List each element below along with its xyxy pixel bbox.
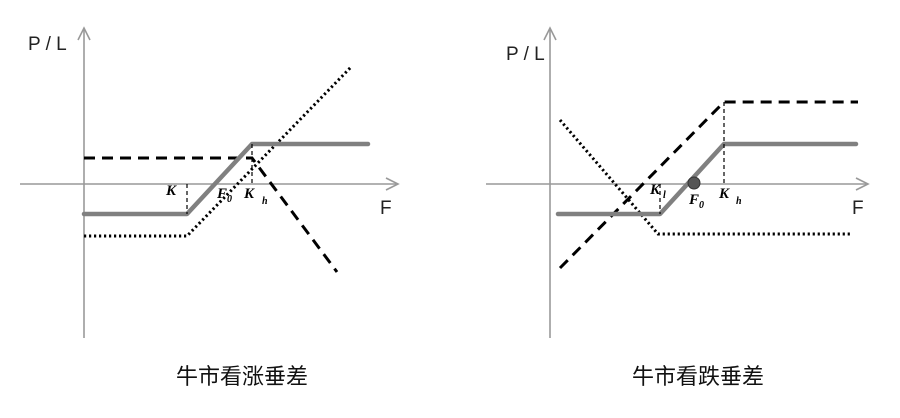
strike-high-label-subscript: h — [736, 196, 742, 207]
panel-caption: 牛市看跌垂差 — [632, 365, 764, 390]
x-axis-label: F — [380, 198, 392, 219]
y-axis-arrowhead — [77, 26, 91, 41]
x-axis-arrowhead — [385, 177, 400, 191]
forward-price-marker — [687, 176, 701, 190]
bull-put-spread-panel: P / L F K l F 0 K h 牛市看跌垂差 — [486, 26, 870, 390]
spread-payoff-line — [81, 141, 371, 217]
forward-label-subscript: 0 — [227, 194, 232, 205]
strike-low-label-subscript: l — [663, 190, 666, 201]
forward-label: F — [688, 192, 699, 208]
panel-caption: 牛市看涨垂差 — [176, 365, 308, 390]
long-call-payoff-line — [84, 64, 354, 238]
strike-high-label-subscript: h — [262, 196, 268, 207]
x-axis-label: F — [852, 198, 864, 219]
strike-high-label: K — [718, 186, 730, 202]
x-axis-arrowhead — [855, 177, 870, 191]
bull-call-spread-panel: P / L F K F 0 K h 牛市看涨垂差 — [20, 26, 400, 390]
forward-label-subscript: 0 — [699, 200, 704, 211]
y-axis-arrowhead — [543, 26, 557, 41]
y-axis-label: P / L — [28, 34, 67, 55]
spread-payoff-line — [555, 141, 859, 217]
strike-low-label: K — [649, 182, 661, 198]
forward-label: F — [216, 186, 227, 202]
y-axis-label: P / L — [506, 44, 545, 65]
strike-low-label: K — [165, 183, 177, 199]
short-put-payoff-line — [558, 119, 850, 236]
strike-high-label: K — [243, 186, 255, 202]
long-put-payoff-line — [558, 100, 858, 270]
